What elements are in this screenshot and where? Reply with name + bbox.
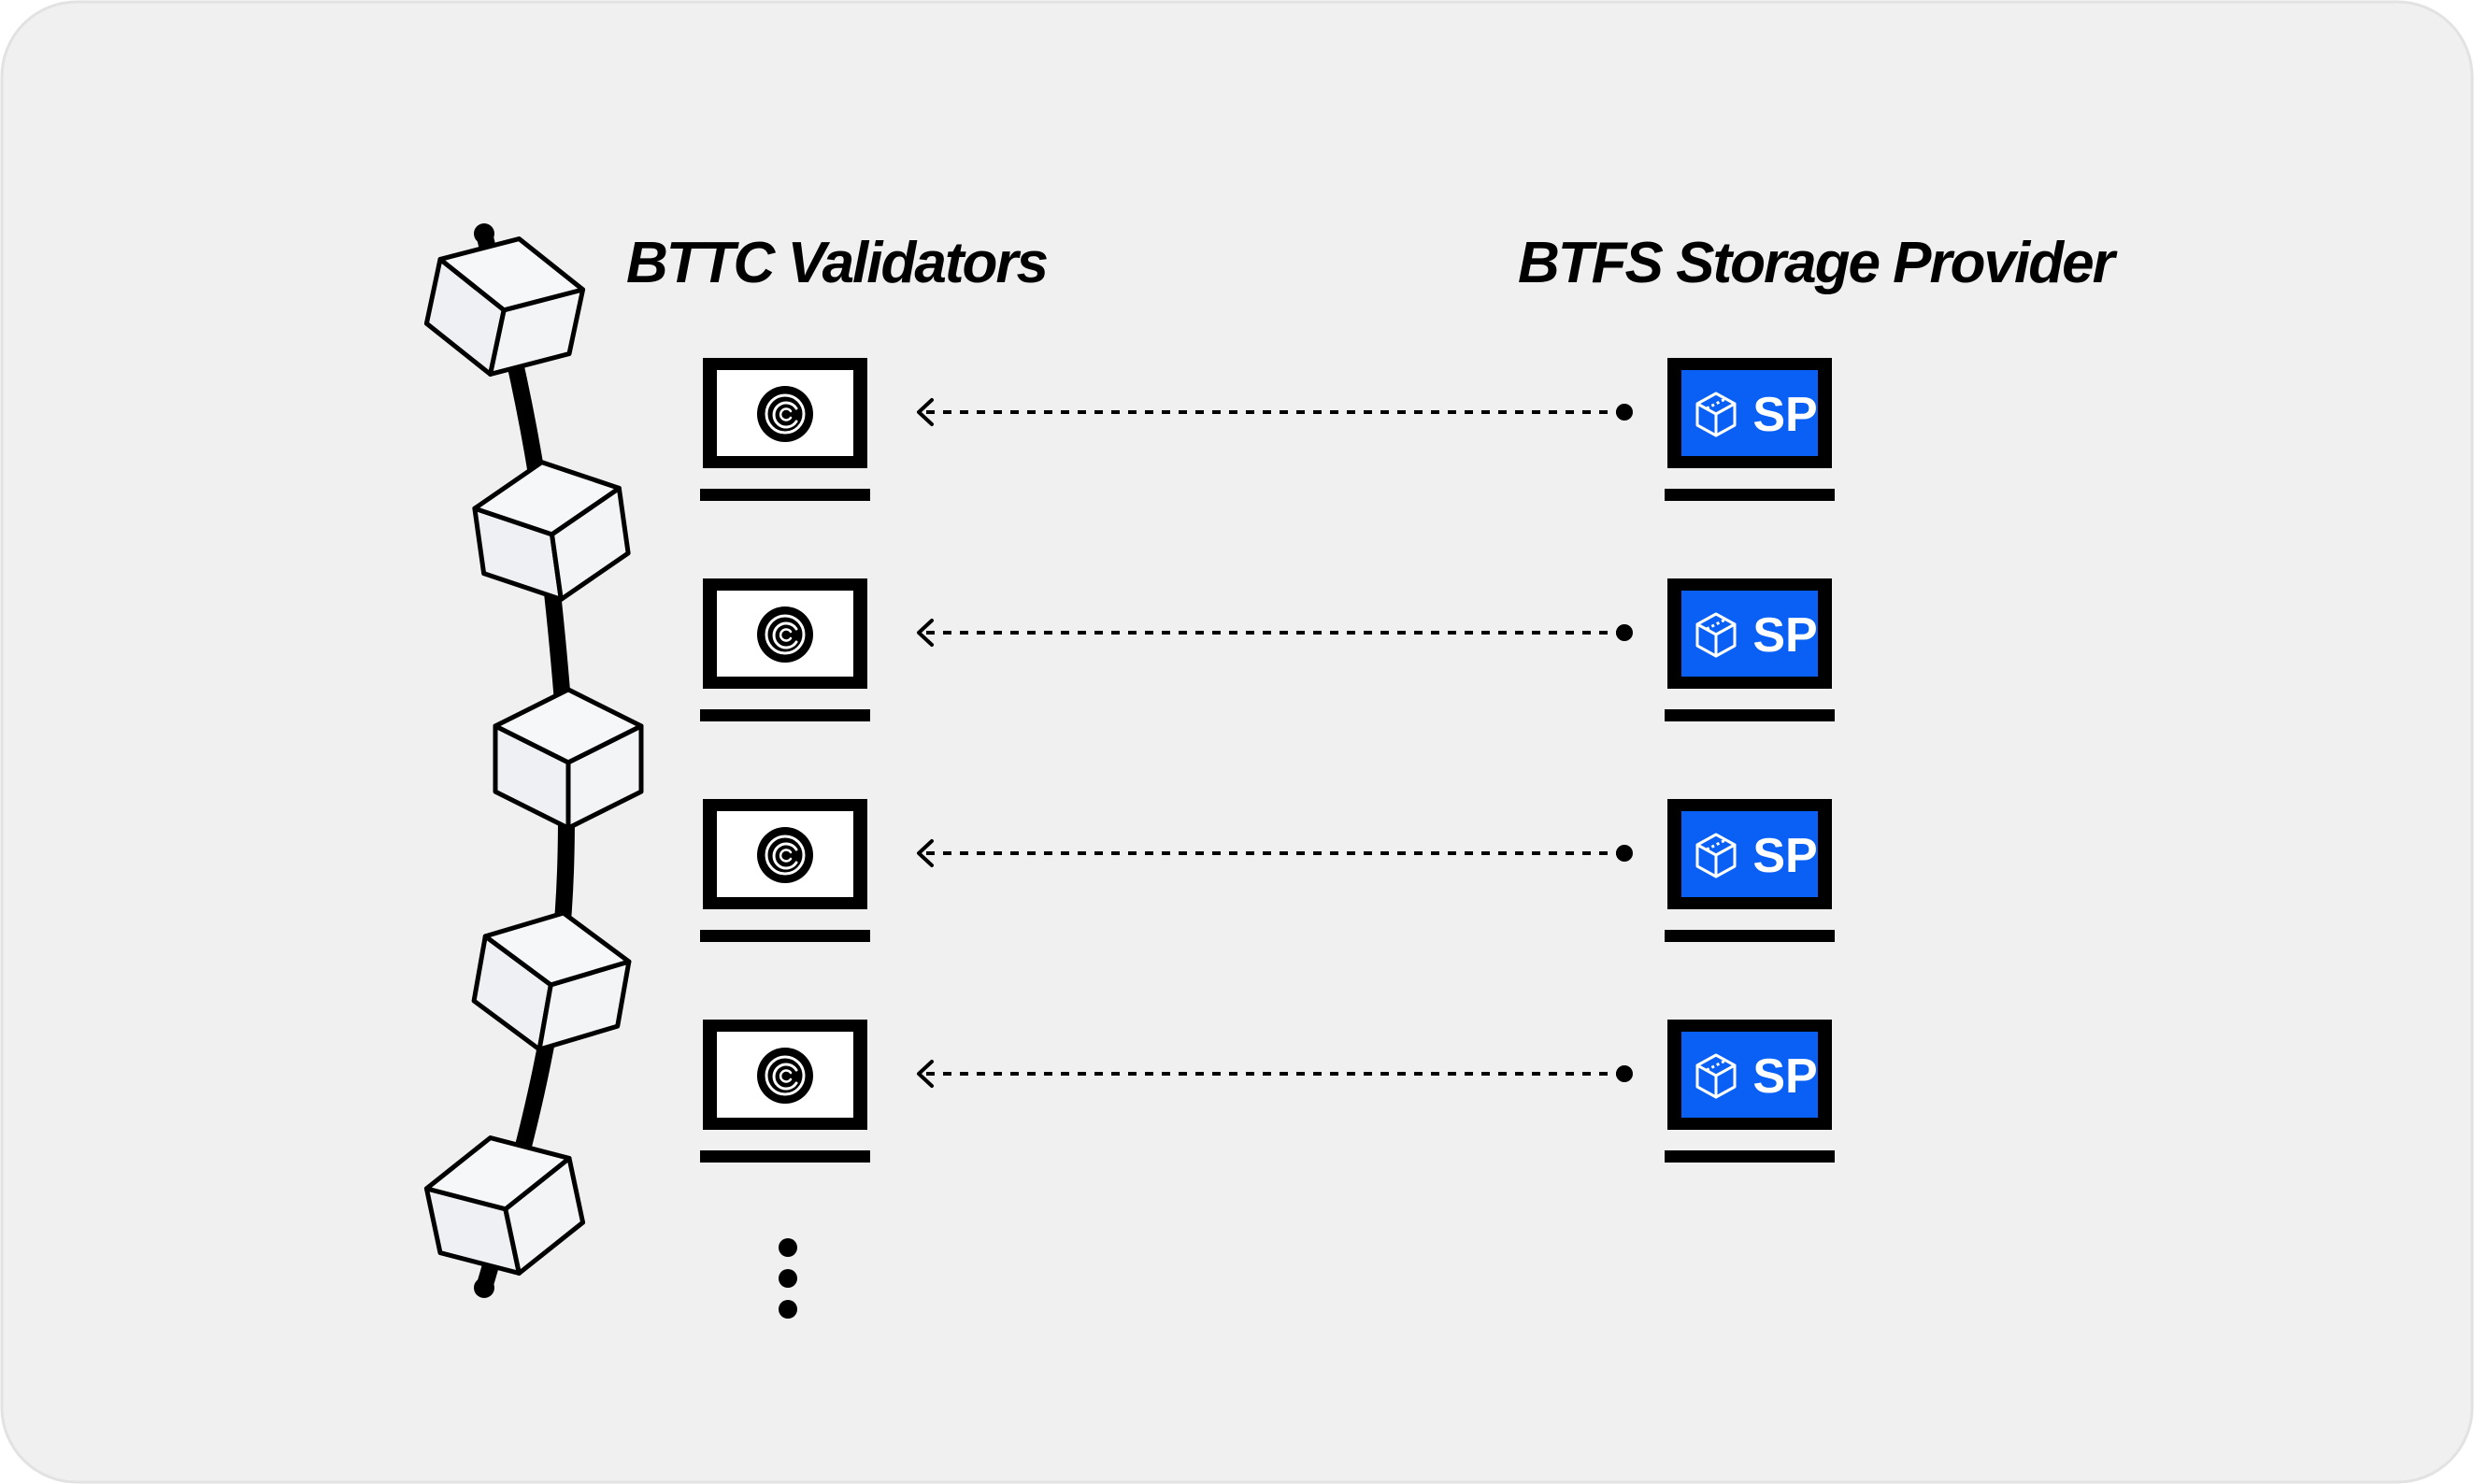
block-cube-icon xyxy=(471,910,632,1052)
arrow-head-icon xyxy=(917,839,934,867)
validator-laptop xyxy=(700,578,870,721)
blockchain xyxy=(423,223,644,1298)
block-cube-icon xyxy=(423,1135,586,1276)
chain-end-dot xyxy=(474,223,494,244)
cube-outline-icon xyxy=(1695,833,1737,878)
validator-laptop xyxy=(700,1020,870,1163)
arrow-head-icon xyxy=(917,619,934,647)
bttc-logo-icon xyxy=(757,1048,813,1104)
provider-laptop: SP xyxy=(1665,358,1835,501)
provider-laptop: SP xyxy=(1665,1020,1835,1163)
arrow-head-icon xyxy=(917,1060,934,1088)
provider-laptop: SP xyxy=(1665,578,1835,721)
block-cube-icon xyxy=(493,687,644,831)
bttc-logo-icon xyxy=(757,606,813,663)
sp-label: SP xyxy=(1752,1049,1817,1104)
arrow-origin-dot xyxy=(1616,404,1633,421)
sp-label: SP xyxy=(1752,608,1817,663)
providers-column: SP SP SP SP xyxy=(1665,358,1835,1163)
validator-laptop xyxy=(700,358,870,501)
providers-title: BTFS Storage Provider xyxy=(1518,231,2118,295)
provider-laptop: SP xyxy=(1665,799,1835,942)
cube-outline-icon xyxy=(1695,392,1737,437)
chain-end-dot xyxy=(474,1277,494,1298)
more-validators-ellipsis-icon xyxy=(779,1238,797,1319)
connections xyxy=(917,398,1633,1088)
sp-label: SP xyxy=(1752,829,1817,883)
arrow-head-icon xyxy=(917,398,934,426)
dotted-arrow xyxy=(917,839,1633,867)
sp-label: SP xyxy=(1752,388,1817,442)
validators-title: BTTC Validators xyxy=(626,231,1048,295)
block-cube-icon xyxy=(423,236,586,377)
dotted-arrow xyxy=(917,398,1633,426)
arrow-origin-dot xyxy=(1616,845,1633,862)
cube-outline-icon xyxy=(1695,1053,1737,1099)
validators-column xyxy=(700,358,870,1163)
dotted-arrow xyxy=(917,1060,1633,1088)
cube-outline-icon xyxy=(1695,612,1737,658)
block-cube-icon xyxy=(472,460,631,602)
arrow-origin-dot xyxy=(1616,1065,1633,1082)
bttc-logo-icon xyxy=(757,827,813,883)
bttc-logo-icon xyxy=(757,386,813,442)
validator-laptop xyxy=(700,799,870,942)
arrow-origin-dot xyxy=(1616,624,1633,641)
dotted-arrow xyxy=(917,619,1633,647)
